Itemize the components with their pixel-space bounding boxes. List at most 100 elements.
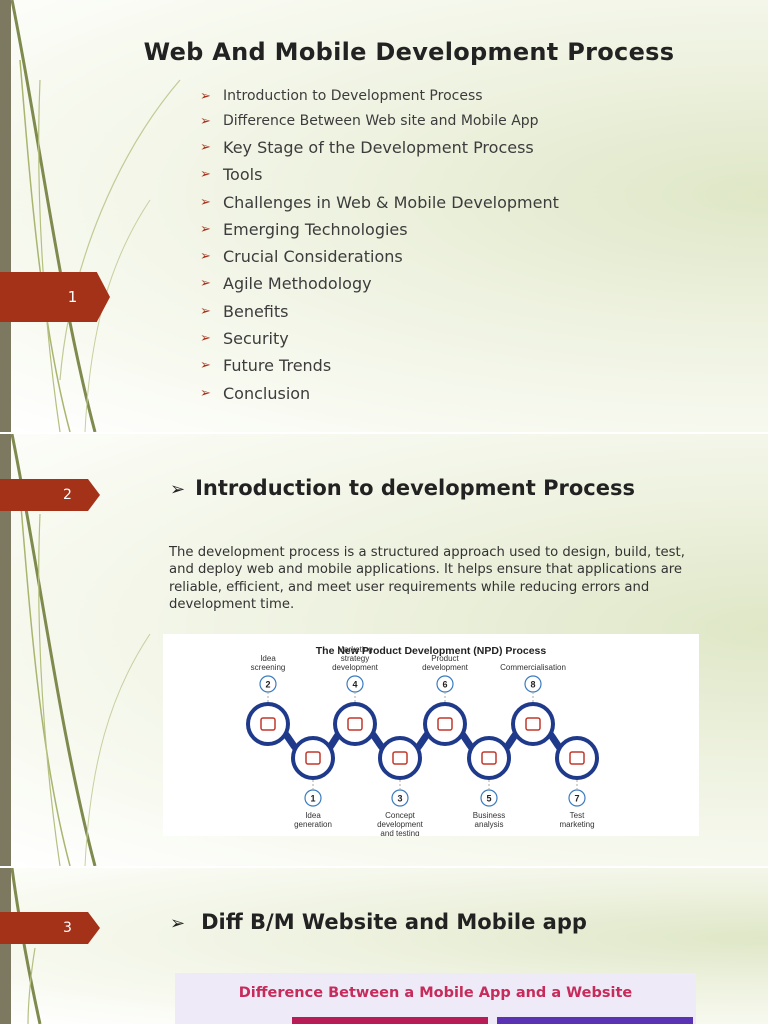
browser-icon xyxy=(378,736,422,780)
agenda-item: ➢Agile Methodology xyxy=(200,270,559,297)
agenda-item-text: Tools xyxy=(223,165,263,185)
agenda-item: ➢ Crucial Considerations xyxy=(200,243,559,270)
shapes-icon xyxy=(555,736,599,780)
agenda-item-text: Agile Methodology xyxy=(223,274,372,294)
step-label: analysis xyxy=(475,820,504,829)
step-number: 8 xyxy=(530,680,535,690)
step-label: marketing xyxy=(559,820,594,829)
agenda-item-text: Benefits xyxy=(223,301,289,321)
step-label: development xyxy=(332,663,379,672)
bullet-arrow-icon: ➢ xyxy=(200,194,211,210)
npd-step: 8 Commercialisation xyxy=(500,663,566,746)
bullet-arrow-icon: ➢ xyxy=(200,140,211,155)
bullet-arrow-icon: ➢ xyxy=(200,331,211,347)
step-label: screening xyxy=(251,663,286,672)
step-label: Business xyxy=(473,811,505,820)
slide-3[interactable]: 3 ➢Diff B/M Website and Mobile app Diffe… xyxy=(0,868,768,1024)
slide-number-badge: 2 xyxy=(0,479,100,511)
agenda-item: ➢ Benefits xyxy=(200,298,559,325)
agenda-item-text: Challenges in Web & Mobile Development xyxy=(223,192,559,212)
step-number: 5 xyxy=(486,794,491,804)
step-label: Product xyxy=(431,654,459,663)
npd-title: The New Product Development (NPD) Proces… xyxy=(316,645,547,657)
agenda-item-text: Emerging Technologies xyxy=(223,219,408,239)
step-number: 6 xyxy=(442,680,447,690)
bullet-arrow-icon: ➢ xyxy=(170,479,186,500)
agenda-item-text: Key Stage of the Development Process xyxy=(223,138,534,157)
section-heading-text: Introduction to development Process xyxy=(195,476,635,500)
browser-icon xyxy=(392,751,408,765)
agenda-item-text: Security xyxy=(223,329,289,349)
bullet-arrow-icon: ➢ xyxy=(200,89,211,104)
website-column-bar xyxy=(497,1017,693,1024)
puzzle-icon xyxy=(333,702,377,746)
step-label: Marketing xyxy=(337,645,372,654)
bullet-arrow-icon: ➢ xyxy=(200,221,211,237)
mobile-app-column-bar xyxy=(292,1017,488,1024)
npd-diagram-svg: The New Product Development (NPD) Proces… xyxy=(246,645,599,838)
agenda-item-text: Crucial Considerations xyxy=(223,247,403,267)
slide-1[interactable]: Web And Mobile Development Process ➢Intr… xyxy=(0,0,768,432)
agenda-item: ➢Future Trends xyxy=(200,352,559,379)
step-label: Test xyxy=(570,811,585,820)
lightbulb-icon xyxy=(291,736,335,780)
agenda-item: ➢Conclusion xyxy=(200,380,559,407)
step-number: 4 xyxy=(352,680,357,690)
agenda-item: ➢ Key Stage of the Development Process xyxy=(200,134,559,161)
step-label: development xyxy=(377,820,424,829)
puzzle-icon xyxy=(347,717,363,731)
step-label: generation xyxy=(294,820,332,829)
step-label: and testing xyxy=(380,829,419,836)
slide-left-strip xyxy=(0,868,11,1024)
decorative-swoosh xyxy=(10,0,181,432)
npd-process-diagram: The New Product Development (NPD) Proces… xyxy=(163,634,699,838)
step-label: development xyxy=(422,663,469,672)
slide-number: 1 xyxy=(67,288,78,306)
difference-image: Difference Between a Mobile App and a We… xyxy=(175,973,696,1024)
route-icon xyxy=(437,717,453,731)
agenda-item: ➢ Security xyxy=(200,325,559,352)
agenda-item: ➢ Emerging Technologies xyxy=(200,216,559,243)
cards-icon xyxy=(467,736,511,780)
agenda-item: ➢ Challenges in Web & Mobile Development xyxy=(200,189,559,216)
agenda-item: ➢ Difference Between Web site and Mobile … xyxy=(200,109,559,134)
slide-number-badge: 1 xyxy=(0,272,110,322)
step-label: Idea xyxy=(260,654,276,663)
difference-image-title: Difference Between a Mobile App and a We… xyxy=(238,985,633,1001)
piggy-bank-icon xyxy=(525,717,541,731)
grid-icon xyxy=(246,702,290,746)
piggy-bank-icon xyxy=(511,702,555,746)
slide-number-badge: 3 xyxy=(0,912,100,944)
decorative-swoosh xyxy=(10,868,42,1024)
slide-number: 2 xyxy=(63,487,72,503)
agenda-item: ➢Introduction to Development Process xyxy=(200,84,559,109)
step-number: 2 xyxy=(265,680,270,690)
agenda-item-text: Conclusion xyxy=(223,383,311,403)
step-label: Idea xyxy=(305,811,321,820)
bullet-arrow-icon: ➢ xyxy=(200,303,211,319)
section-heading: ➢Diff B/M Website and Mobile app xyxy=(170,910,587,934)
bullet-arrow-icon: ➢ xyxy=(200,167,211,183)
bullet-arrow-icon: ➢ xyxy=(200,249,211,265)
shapes-icon xyxy=(569,751,585,765)
grid-icon xyxy=(260,717,276,731)
agenda-item-text: Difference Between Web site and Mobile A… xyxy=(223,113,539,129)
step-number: 7 xyxy=(574,794,579,804)
slide-2[interactable]: 2 ➢ Introduction to development Process T… xyxy=(0,434,768,866)
step-label: strategy xyxy=(341,654,369,663)
agenda-item-text: Future Trends xyxy=(223,356,332,376)
agenda-list: ➢Introduction to Development Process➢Dif… xyxy=(200,84,559,407)
step-label: Concept xyxy=(385,811,416,820)
bullet-arrow-icon: ➢ xyxy=(170,913,186,934)
bullet-arrow-icon: ➢ xyxy=(200,114,211,129)
step-label: Commercialisation xyxy=(500,663,566,672)
route-icon xyxy=(423,702,467,746)
lightbulb-icon xyxy=(305,751,321,765)
